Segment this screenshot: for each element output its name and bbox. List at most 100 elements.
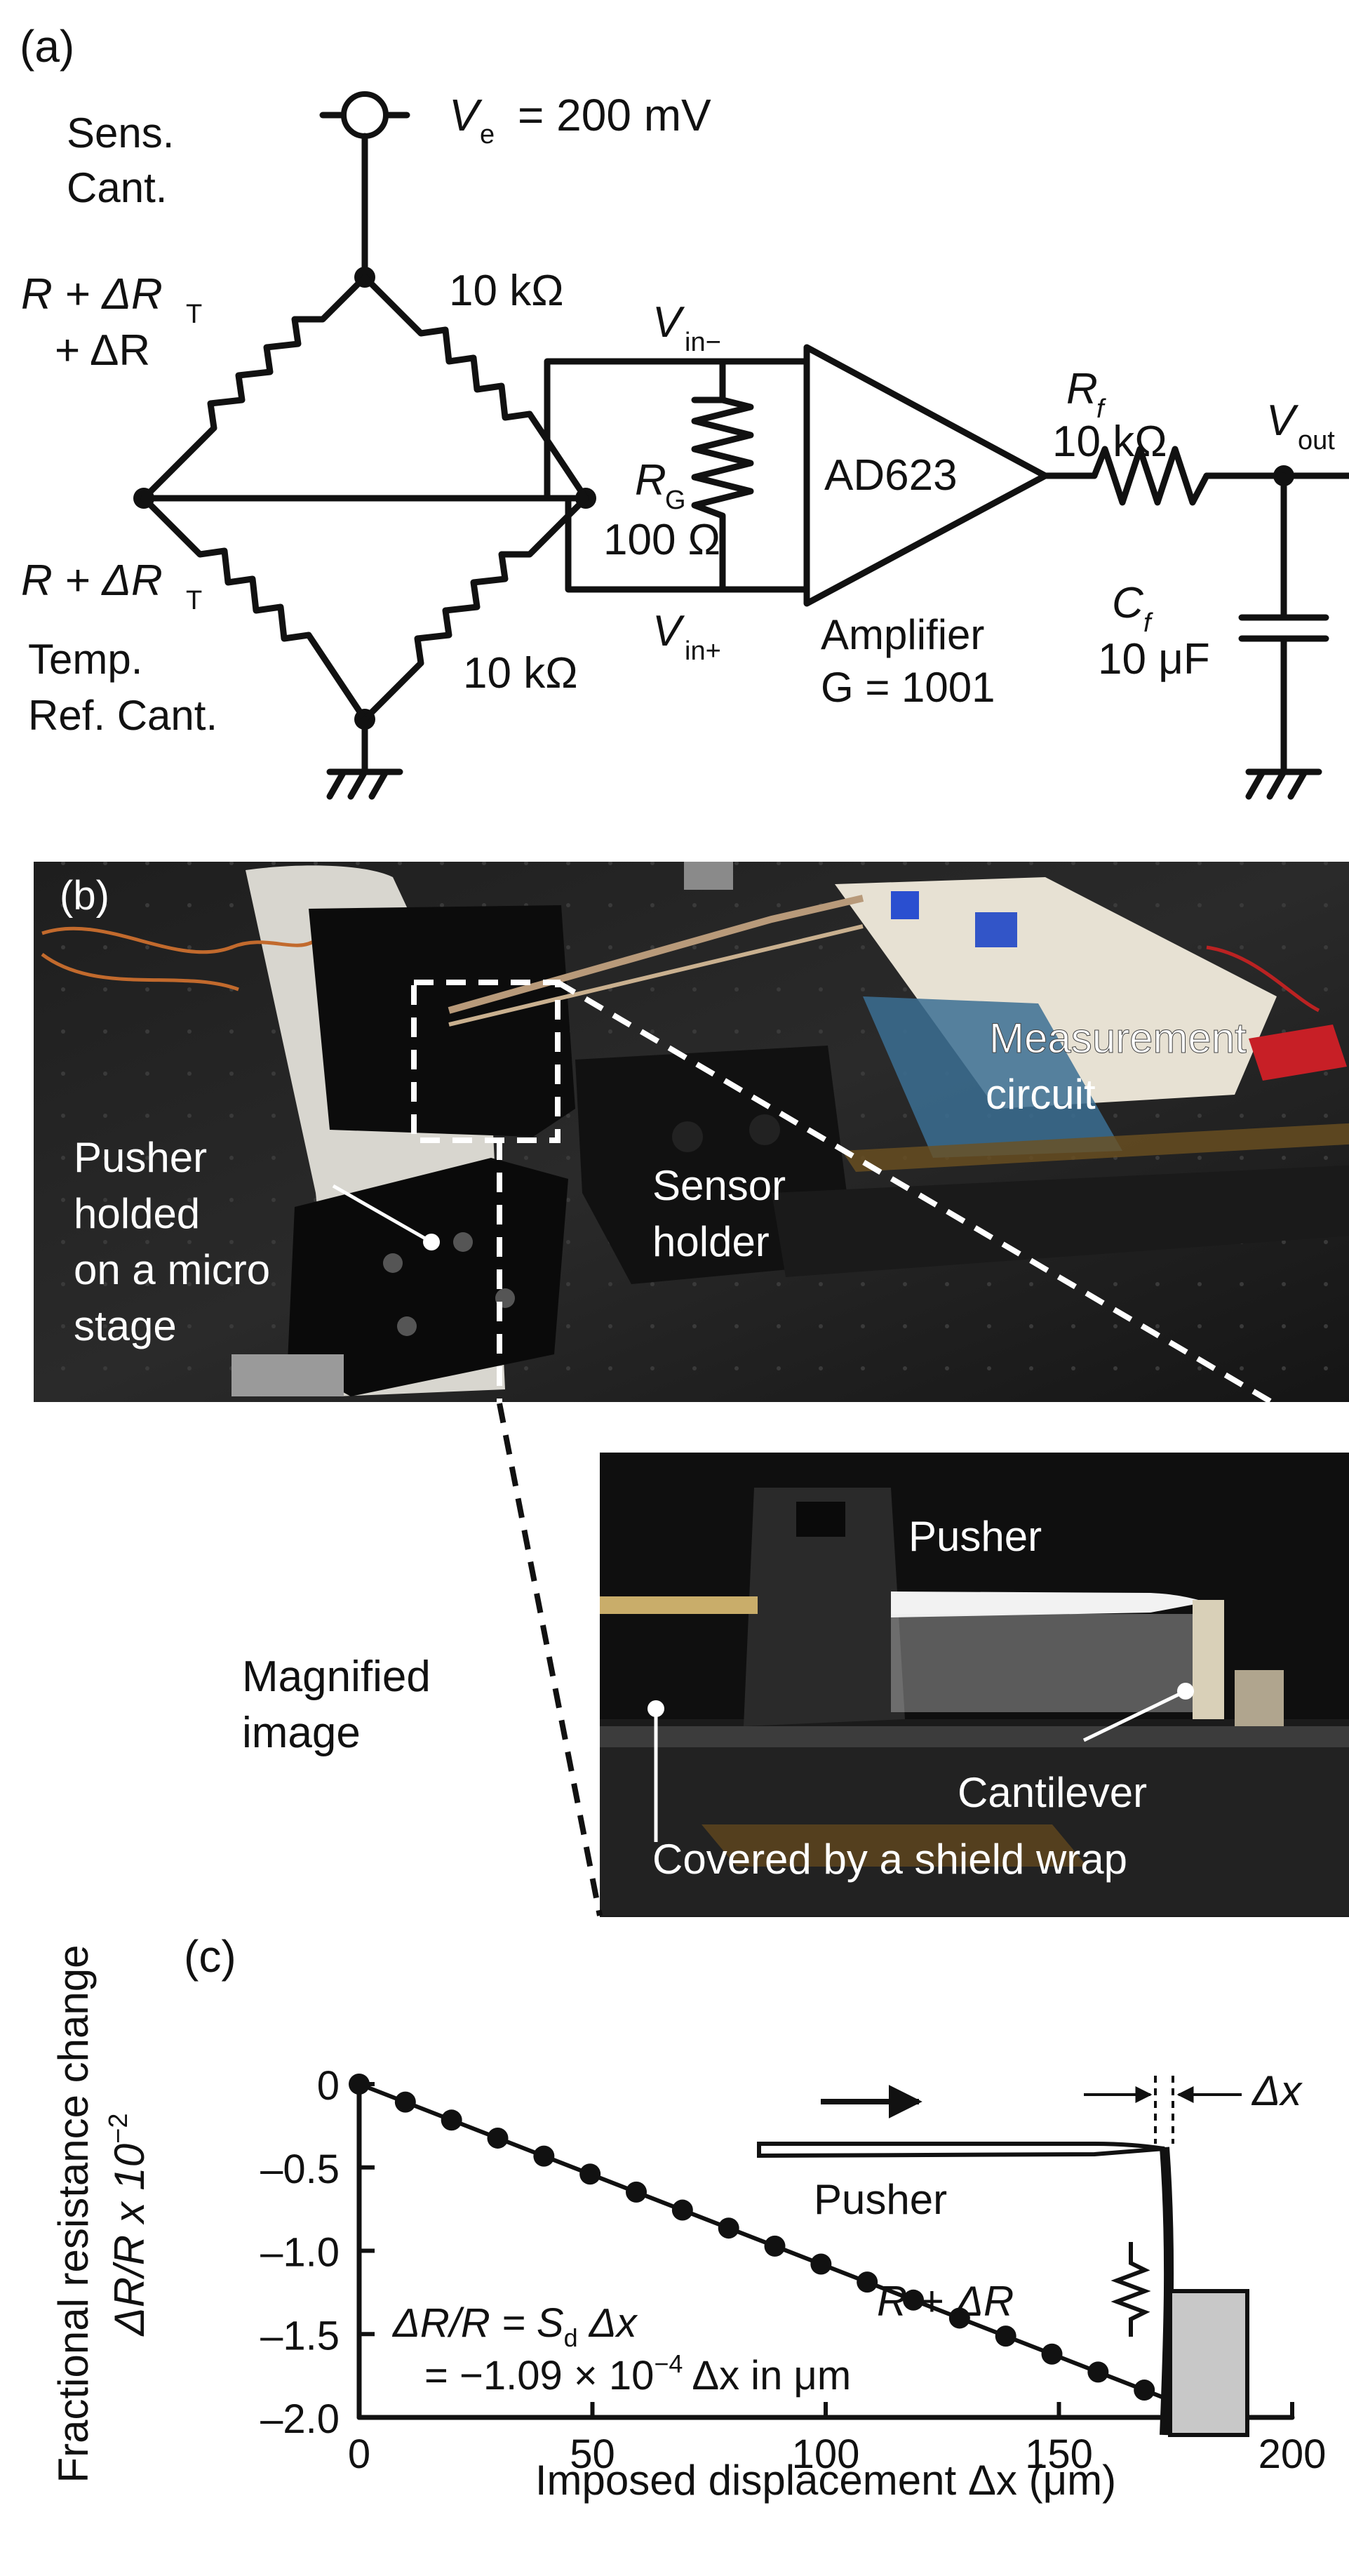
cf-symbol: C [1112, 579, 1144, 627]
x-tick-label: 0 [348, 2431, 370, 2477]
y-axis-ticks: 0–0.5–1.0–1.5–2.0 [260, 2063, 375, 2442]
equation-line1-sub: d [564, 2323, 578, 2352]
equation-line2-b: Δx in μm [683, 2353, 851, 2398]
vin-plus-wire [565, 495, 810, 593]
inset-pusher-holder [744, 1488, 905, 1726]
data-point [857, 2271, 878, 2293]
panel-c-chart: (c) 0 50 100 150 200 0 –0.5 –1.0 –1.5 –2.0 Fract… [50, 1931, 1326, 2504]
inset-pusher [891, 1591, 1207, 1617]
x-tick-label: 200 [1259, 2431, 1327, 2477]
pusher-label-2: holded [74, 1190, 200, 1237]
rf-subscript: f [1096, 394, 1106, 424]
breadboard [835, 877, 1277, 1109]
magnify-line-upper [556, 980, 1349, 1451]
temp-r-subscript: T [186, 586, 202, 615]
inset-cantilever-label: Cantilever [958, 1769, 1147, 1816]
data-point [1087, 2361, 1109, 2383]
vin-plus-subscript: in+ [685, 636, 721, 666]
pusher-label-1: Pusher [74, 1134, 207, 1181]
amplifier-gain: G = 1001 [821, 664, 995, 711]
vout-symbol: V [1266, 396, 1299, 445]
panel-b-photo: (b) Measurement circuit Sensor holder Pu… [34, 862, 1349, 1917]
sens-cant-label-1: Sens. [67, 109, 174, 156]
equation-line1-b: Δx [578, 2300, 638, 2346]
data-point [764, 2235, 786, 2257]
y-axis-label-line1: Fractional resistance change [50, 1944, 97, 2483]
resistor-10k-top [361, 274, 589, 502]
ve-value: = 200 mV [518, 90, 711, 140]
sens-r-label: R + ΔR [21, 270, 163, 319]
x-tick-label: 50 [570, 2431, 615, 2477]
data-point [626, 2181, 647, 2203]
panel-a-circuit: (a) V e = 200 mV Sens. Cant. [20, 21, 1349, 800]
resistor-sens-cant [140, 274, 368, 502]
data-point [441, 2109, 462, 2131]
inset-base-block [1168, 2289, 1249, 2437]
resistor-10k-bottom [361, 495, 589, 723]
temp-r-label: R + ΔR [21, 556, 163, 605]
amplifier-chip-label: AD623 [824, 451, 958, 500]
r-bottom-label: 10 kΩ [463, 649, 578, 698]
magnify-region-box [411, 980, 561, 1143]
panel-c-label: (c) [184, 1931, 236, 1982]
rg-subscript: G [665, 486, 686, 515]
inset-pusher-shape [757, 2142, 1165, 2158]
cf-subscript: f [1143, 608, 1153, 638]
x-axis-label: Imposed displacement Δx (μm) [535, 2457, 1116, 2504]
resistor-temp-ref [140, 495, 368, 723]
inset-dx-label: Δx [1251, 2067, 1303, 2114]
sensor-holder-label-2: holder [652, 1218, 770, 1265]
inset-cantilever-beam [1160, 2147, 1174, 2436]
data-point [718, 2217, 739, 2239]
y-tick-label: –2.0 [260, 2396, 340, 2442]
amplifier-triangle [803, 344, 1049, 607]
resistor-rf [1091, 446, 1210, 506]
amplifier-label: Amplifier [821, 611, 984, 658]
rg-symbol: R [635, 456, 666, 505]
data-point [349, 2074, 370, 2095]
vin-minus-subscript: in− [685, 328, 721, 357]
vin-minus-symbol: V [652, 298, 685, 347]
y-tick-label: –0.5 [260, 2147, 340, 2192]
data-point [533, 2145, 555, 2167]
data-point [810, 2253, 832, 2275]
sensor-holder-block [309, 905, 575, 1137]
x-axis-ticks: 0 50 100 150 200 [348, 2402, 1327, 2477]
magnify-line-lower [497, 1403, 603, 1916]
x-tick-label: 150 [1025, 2431, 1093, 2477]
data-point [671, 2199, 693, 2221]
y-tick-label: –1.5 [260, 2313, 340, 2358]
y-tick-label: –1.0 [260, 2230, 340, 2276]
ground-symbol-output [1245, 768, 1322, 800]
ve-symbol: V [449, 90, 483, 140]
sensor-holder-label-1: Sensor [652, 1162, 786, 1209]
rf-value: 10 kΩ [1052, 418, 1167, 466]
vout-subscript: out [1298, 426, 1335, 455]
chart-inset-schematic [757, 2076, 1249, 2437]
equation-line2-sup: −4 [654, 2349, 683, 2378]
r-top-label: 10 kΩ [449, 267, 564, 315]
data-point [948, 2307, 970, 2329]
cf-value: 10 μF [1098, 635, 1210, 683]
data-point [995, 2325, 1016, 2347]
vin-plus-symbol: V [652, 607, 685, 655]
sens-dr-label: + ΔR [55, 326, 150, 375]
data-point [394, 2091, 416, 2113]
ground-symbol-bridge [326, 768, 403, 800]
rg-value: 100 Ω [603, 516, 720, 564]
equation-line1: ΔR/R = Sd Δx [391, 2300, 638, 2352]
sens-r-subscript: T [186, 300, 202, 329]
ve-subscript: e [480, 120, 495, 149]
panel-a-label: (a) [20, 21, 74, 72]
vin-minus-wire [544, 358, 810, 502]
magnified-label-1: Magnified [242, 1653, 431, 1701]
x-tick-label: 100 [792, 2431, 860, 2477]
y-axis-label-line2-group: ΔR/R x 10−2 [104, 2114, 153, 2337]
inset-pusher-label: Pusher [814, 2176, 947, 2223]
temp-cant-label-1: Temp. [28, 636, 142, 683]
panel-b-label: (b) [60, 873, 109, 919]
equation-line2: = −1.09 × 10−4 Δx in μm [424, 2349, 851, 2398]
sens-cant-label-2: Cant. [67, 164, 167, 211]
data-point [1134, 2380, 1155, 2401]
